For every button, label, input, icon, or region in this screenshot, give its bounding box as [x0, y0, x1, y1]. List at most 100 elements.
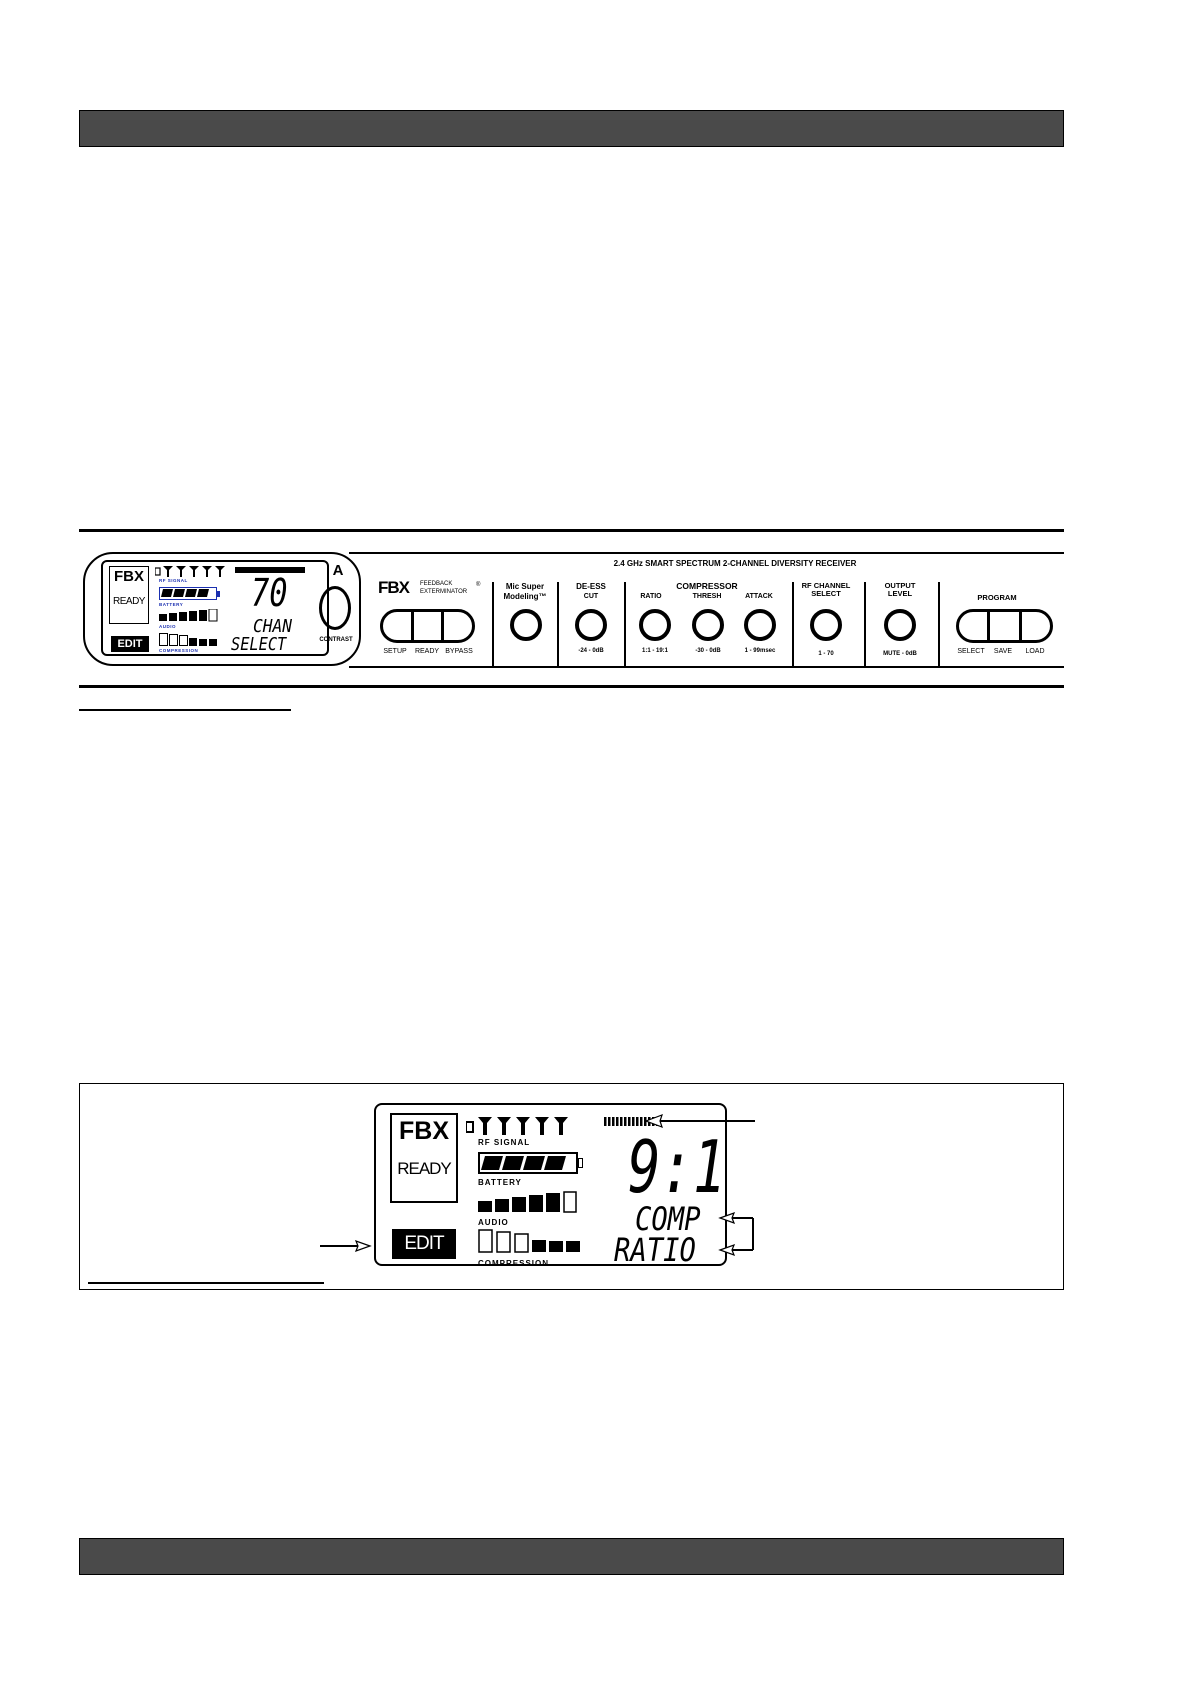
output-line2: LEVEL — [887, 589, 913, 598]
display-diagram-frame: FBX READY EDIT RF SIGNAL — [79, 1083, 1064, 1290]
program-load-button[interactable] — [1018, 612, 1050, 640]
display-value: 9:1 — [628, 1125, 726, 1209]
antenna-icon-row — [154, 566, 225, 577]
rf-channel-line1: RF CHANNEL — [801, 581, 851, 590]
battery-nub — [217, 591, 220, 597]
display-audio-meter-icon — [478, 1191, 577, 1213]
display-fbx-box: FBX READY — [390, 1113, 458, 1203]
mic-line1: Mic Super — [505, 582, 545, 591]
deess-knob[interactable] — [575, 609, 607, 641]
fbx-reg: ® — [476, 582, 481, 588]
display-lcd: FBX READY EDIT RF SIGNAL — [374, 1103, 727, 1269]
compression-meter-icon — [159, 633, 217, 646]
deess-range: -24 - 0dB — [578, 648, 604, 654]
display-ready-text: READY — [397, 1159, 452, 1178]
program-load-label: LOAD — [1025, 648, 1045, 655]
display-compression-meter-icon — [478, 1229, 580, 1253]
rf-signal-icons — [154, 564, 235, 578]
display-battery-nub — [578, 1158, 583, 1168]
lcd-fbx-text: FBX — [114, 568, 144, 585]
display-line2: RATIO — [614, 1231, 696, 1269]
sep-2 — [557, 582, 559, 668]
sep-5 — [864, 582, 866, 668]
lcd-line2: SELECT — [231, 634, 287, 655]
fbx-button-group — [380, 609, 475, 643]
lcd-compression-label: COMPRESSION — [159, 648, 199, 653]
front-panel: FBX READY EDIT RF SIGNAL — [79, 552, 1064, 668]
fbx-logo: FBX — [378, 578, 410, 597]
rf-channel-range: 1 - 70 — [818, 651, 834, 657]
ratio-label: RATIO — [640, 593, 662, 600]
lcd-window: FBX READY EDIT RF SIGNAL — [101, 560, 329, 656]
lcd-value: 70 — [251, 571, 288, 615]
output-line1: OUTPUT — [884, 581, 916, 590]
display-antenna-icon-row — [466, 1117, 568, 1135]
setup-button[interactable] — [383, 612, 411, 640]
battery-level-icon — [161, 589, 209, 597]
bypass-label: BYPASS — [445, 648, 473, 655]
ratio-range: 1:1 - 19:1 — [641, 648, 668, 654]
program-button-group — [956, 609, 1053, 643]
rf-channel-line2: SELECT — [811, 589, 841, 598]
display-audio-label: AUDIO — [478, 1218, 509, 1227]
lcd-edit-text: EDIT — [117, 638, 143, 650]
lcd-edit-box: EDIT — [111, 636, 149, 652]
display-edit-box: EDIT — [392, 1229, 456, 1259]
display-edit-text: EDIT — [404, 1233, 444, 1254]
lcd-level-bar — [235, 567, 305, 573]
panel-underline — [79, 709, 291, 711]
display-battery-label: BATTERY — [478, 1178, 522, 1187]
ready-label: READY — [414, 648, 440, 655]
contrast-letter: A — [332, 562, 344, 579]
program-title: PROGRAM — [977, 593, 1017, 602]
display-rf-signal-label: RF SIGNAL — [478, 1138, 531, 1147]
display-compression-label: COMPRESSION — [478, 1259, 550, 1268]
lcd-housing — [83, 552, 361, 666]
ratio-knob[interactable] — [639, 609, 671, 641]
attack-label: ATTACK — [745, 593, 773, 600]
program-select-label: SELECT — [957, 648, 985, 655]
lcd-battery-label: BATTERY — [159, 602, 184, 607]
sep-1 — [492, 582, 494, 668]
display-battery-icon — [478, 1152, 578, 1174]
rf-channel-knob[interactable] — [810, 609, 842, 641]
setup-label: SETUP — [383, 648, 407, 655]
output-range: MUTE - 0dB — [883, 651, 917, 657]
display-underline — [88, 1282, 324, 1284]
top-header-bar — [79, 110, 1064, 147]
thresh-label: THRESH — [692, 593, 722, 600]
attack-knob[interactable] — [744, 609, 776, 641]
contrast-knob[interactable] — [319, 586, 351, 630]
sep-3 — [624, 582, 626, 668]
battery-icon — [159, 587, 217, 600]
faceplate-bottom-line — [349, 666, 1064, 668]
lcd-fbx-box: FBX READY — [109, 566, 149, 624]
output-level-knob[interactable] — [884, 609, 916, 641]
lcd-rf-signal-label: RF SIGNAL — [159, 578, 188, 583]
ready-button[interactable] — [410, 612, 442, 640]
audio-meter-icon — [159, 609, 218, 622]
sep-4 — [792, 582, 794, 668]
bypass-button[interactable] — [441, 612, 472, 640]
deess-sub: CUT — [583, 593, 599, 600]
faceplate-top-line — [349, 552, 1064, 554]
mic-modeling-knob[interactable] — [510, 609, 542, 641]
contrast-label: CONTRAST — [319, 637, 353, 643]
attack-range: 1 - 99msec — [744, 648, 776, 654]
compressor-title: COMPRESSOR — [676, 581, 738, 591]
fbx-sub2: EXTERMINATOR — [420, 589, 468, 595]
panel-header-text: 2.4 GHz SMART SPECTRUM 2-CHANNEL DIVERSI… — [613, 559, 857, 568]
display-fbx-text: FBX — [399, 1117, 449, 1145]
sep-6 — [938, 582, 940, 668]
thresh-knob[interactable] — [692, 609, 724, 641]
lcd-line1: CHAN — [253, 616, 293, 637]
bottom-footer-bar — [79, 1538, 1064, 1575]
lcd-audio-label: AUDIO — [159, 624, 176, 629]
mic-line2: Modeling™ — [503, 592, 547, 601]
display-line1: COMP — [635, 1200, 701, 1238]
program-save-button[interactable] — [987, 612, 1018, 640]
program-select-button[interactable] — [959, 612, 987, 640]
lcd-ready-text: READY — [113, 596, 145, 607]
program-save-label: SAVE — [993, 648, 1013, 655]
fbx-sub1: FEEDBACK — [420, 581, 453, 587]
